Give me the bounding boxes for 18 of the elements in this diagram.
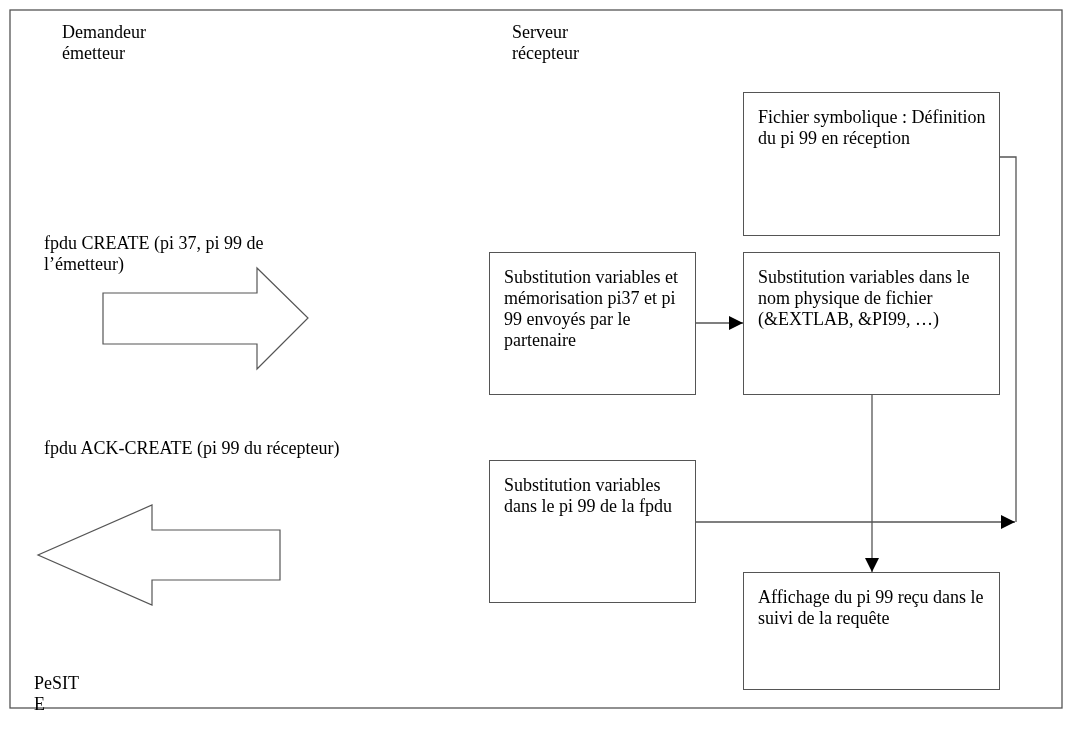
process-box <box>743 572 1000 690</box>
arrow <box>865 394 879 573</box>
process-box <box>743 92 1000 236</box>
arrow <box>695 316 744 330</box>
arrow <box>695 515 1016 529</box>
process-box <box>743 252 1000 395</box>
box-text: Substitution variables dans le pi 99 de la fpdu <box>504 475 673 517</box>
box-text: Fichier symbolique : Définition du pi 99 en réception <box>758 107 987 149</box>
label-text: Serveur récepteur <box>512 22 580 64</box>
label-text: fpdu CREATE (pi 37, pi 99 de l’émetteur) <box>44 233 265 275</box>
box-text: Affichage du pi 99 reçu dans le suivi de la requête <box>758 587 985 629</box>
label-text: fpdu ACK-CREATE (pi 99 du récepteur) <box>44 438 341 459</box>
process-box <box>489 460 696 603</box>
process-box <box>489 252 696 395</box>
label-text: Demandeur émetteur <box>62 22 147 64</box>
box-text: Substitution variables et mémorisation pi37 et pi 99 envoyés par le partenaire <box>504 267 679 351</box>
label-text: PeSIT E <box>34 673 80 715</box>
box-text: Substitution variables dans le nom physique de fichier (&EXTLAB, &PI99, …) <box>758 267 971 330</box>
